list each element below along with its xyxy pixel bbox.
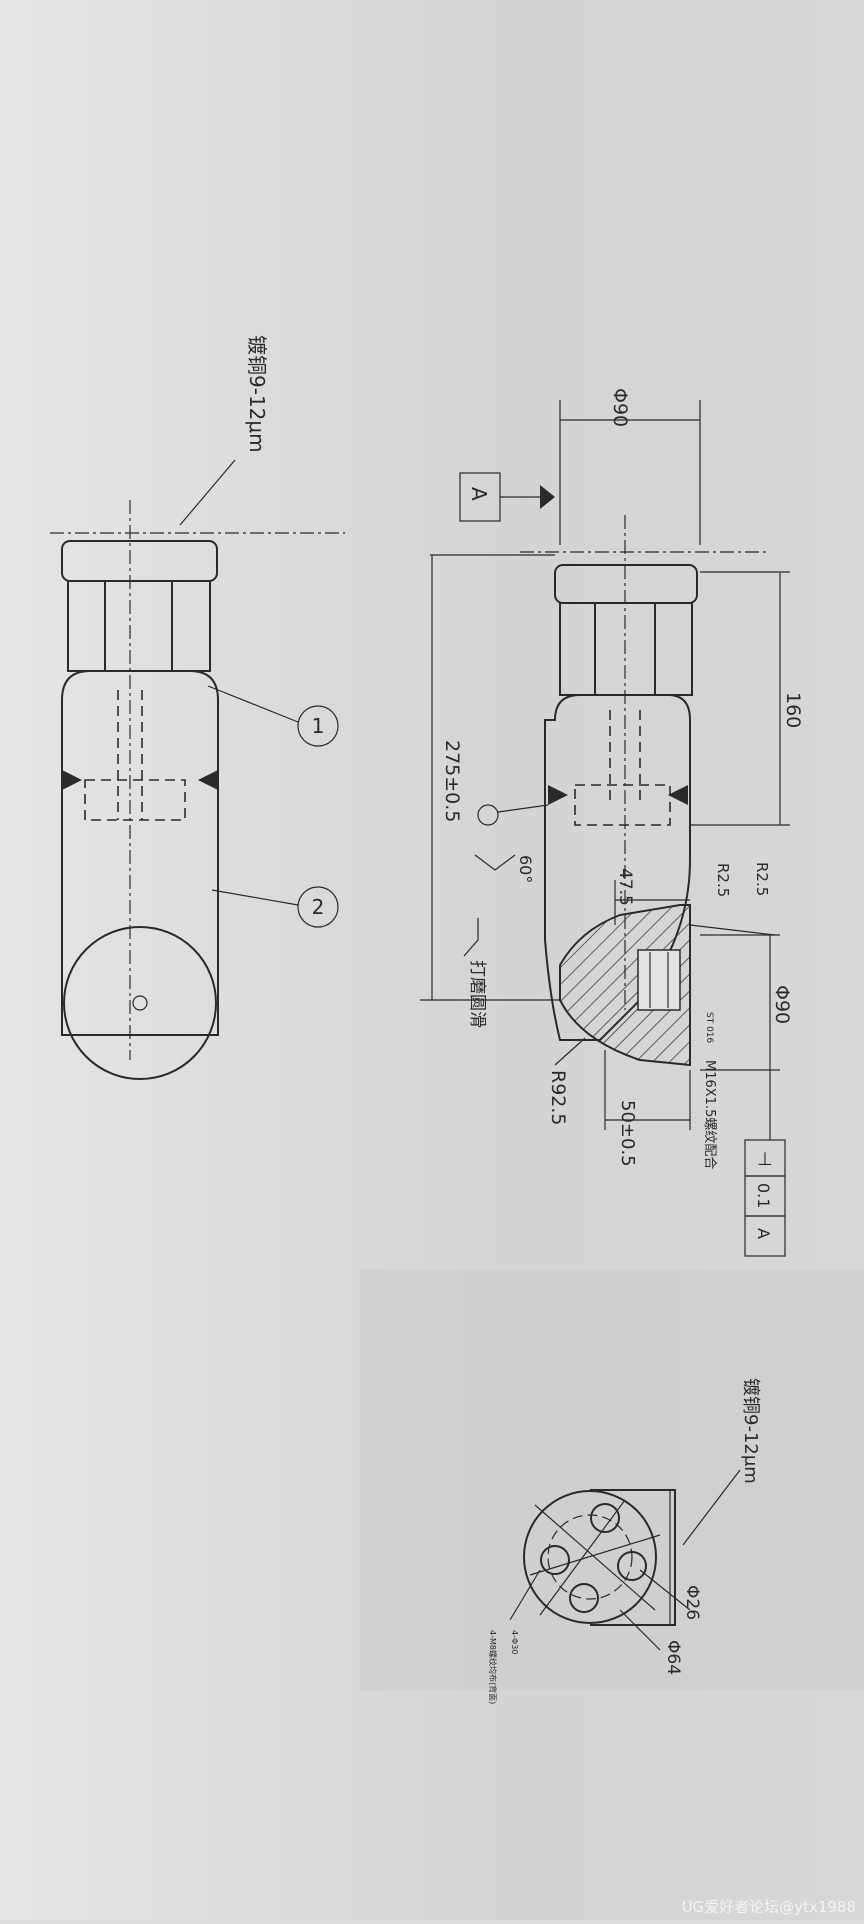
bolt-hole-4	[540, 1545, 570, 1575]
datum-a-triangle	[540, 485, 555, 509]
dim-90-side: Φ90	[771, 985, 793, 1024]
tol-symbol: ⊥	[757, 1149, 773, 1170]
flange-diag-1	[534, 1504, 656, 1611]
weld-mark-left-2	[198, 770, 218, 790]
thread-hidden	[84, 779, 186, 821]
section-bore	[637, 949, 681, 1011]
weld-mark-left-1	[62, 770, 82, 790]
plating-leader-left	[179, 459, 236, 526]
radius-92-5: R92.5	[547, 1070, 569, 1126]
weld-mark-right-2	[668, 785, 688, 805]
small-note: ST 016	[704, 1012, 714, 1044]
thread-hidden-right	[574, 784, 671, 826]
balloon-1-label: 1	[312, 714, 325, 738]
dim-90-top: Φ90	[609, 388, 631, 427]
end-circle-center	[132, 995, 148, 1011]
dim-47-5: 47.5	[615, 868, 635, 906]
section-hatch	[559, 904, 691, 1067]
tol-value: 0.1	[754, 1183, 773, 1208]
weld-mark-right-1	[548, 785, 568, 805]
flange-diag-2	[529, 1534, 661, 1576]
polish-note: 打磨圆滑	[467, 960, 487, 1028]
forum-watermark: UG爱好者论坛@ytx1988	[682, 1898, 856, 1916]
dia64-leader	[619, 1609, 661, 1651]
end-circle	[63, 926, 217, 1080]
dim-50: 50±0.5	[617, 1100, 638, 1167]
dim-160: 160	[782, 692, 804, 728]
flange-body	[590, 1489, 676, 1626]
datum-a-label: A	[467, 487, 491, 501]
holes-leader	[509, 1569, 541, 1621]
flange-view: 镀铜9-12μm Φ26 Φ64 4-Φ30 4-M8螺纹均布(背面)	[488, 1378, 761, 1704]
polish-arrow	[463, 918, 479, 957]
r92-5-leader	[554, 1037, 586, 1066]
left-view: 镀铜9-12μm 1 2	[50, 335, 345, 1080]
r2-5-leader	[689, 924, 776, 936]
holes-note: 4-Φ30	[510, 1630, 519, 1654]
radius-2-5-b: R2.5	[753, 862, 771, 896]
thread-note: M16X1.5螺纹配合	[702, 1060, 717, 1169]
paper-shadow	[360, 1270, 864, 1690]
finish-symbol	[474, 854, 516, 871]
plating-leader-right	[682, 1469, 741, 1546]
angle-60: 60°	[516, 855, 535, 883]
radius-2-5-a: R2.5	[714, 863, 732, 897]
holes-note-2: 4-M8螺纹均布(背面)	[488, 1630, 498, 1704]
flange-outer-circle	[523, 1490, 657, 1624]
balloon-2	[297, 886, 339, 928]
bolt-circle	[547, 1514, 633, 1600]
polish-callout-circle	[477, 804, 499, 826]
dia-64: Φ64	[663, 1640, 683, 1675]
bolt-hole-1	[590, 1503, 620, 1533]
bolt-hole-2	[617, 1551, 647, 1581]
right-view: A Φ90 275±0.5	[420, 388, 804, 1257]
balloon-2-leader	[211, 889, 299, 906]
plating-label-right: 镀铜9-12μm	[740, 1378, 761, 1484]
polish-leader	[497, 804, 549, 813]
balloon-2-label: 2	[312, 895, 325, 919]
bolt-hole-3	[569, 1583, 599, 1613]
dim-275: 275±0.5	[441, 740, 463, 822]
balloon-1	[297, 705, 339, 747]
tol-datum: A	[754, 1228, 773, 1239]
dia-26: Φ26	[682, 1585, 702, 1620]
flange-diag-3	[539, 1499, 626, 1616]
plating-label-left: 镀铜9-12μm	[245, 335, 269, 453]
body-outline	[61, 670, 219, 1036]
dia26-leader	[639, 1569, 691, 1611]
balloon-1-leader	[207, 685, 299, 723]
tol-box-datum	[744, 1215, 786, 1257]
